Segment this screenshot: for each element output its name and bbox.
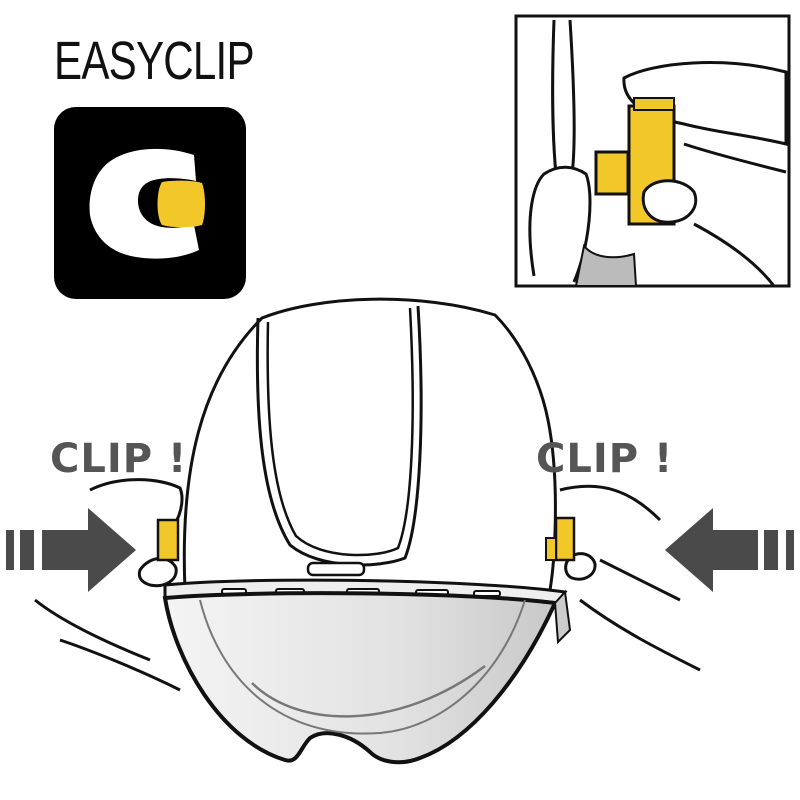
- clip-label-right: CLIP !: [536, 436, 674, 482]
- clip-label-left: CLIP !: [50, 436, 188, 482]
- easyclip-logo-icon: [54, 107, 246, 299]
- arrow-left-icon: [665, 508, 794, 592]
- detail-inset-illustration: [514, 14, 791, 288]
- helmet-visor-illustration: [6, 297, 794, 765]
- arrow-right-icon: [6, 508, 136, 592]
- product-title: EASYCLIP: [54, 31, 255, 91]
